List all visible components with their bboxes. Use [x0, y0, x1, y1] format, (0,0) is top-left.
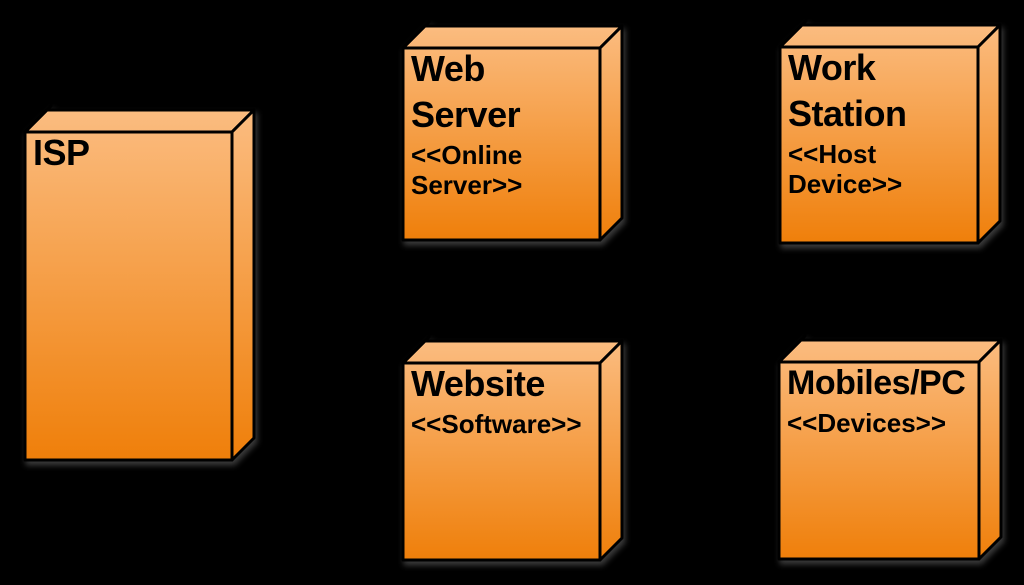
node-stereotype-line: Server>>: [411, 170, 523, 200]
node-front-face: [401, 361, 602, 562]
node-corner-edge: [401, 20, 431, 50]
node-title-line: Server: [411, 94, 521, 135]
node-3d-box: [401, 335, 624, 562]
node-stereotype-line: <<Online: [411, 140, 523, 170]
node-text: Mobiles/PC <<Devices>>: [787, 360, 1005, 438]
node-top-face: [401, 339, 624, 365]
node-front-face: [778, 45, 980, 245]
node-work-station[interactable]: Work Station <<Host Device>>: [772, 17, 1008, 251]
node-3d-box: [23, 104, 256, 462]
node-title: Mobiles/PC: [787, 360, 1005, 406]
node-3d-box: [777, 334, 1003, 561]
node-stereotype: <<Online Server>>: [411, 140, 626, 200]
node-stereotype: <<Host Device>>: [788, 139, 1004, 199]
node-corner-edge: [777, 334, 807, 364]
node-title-line: Mobiles/PC: [787, 364, 966, 402]
node-stereotype: <<Devices>>: [787, 408, 1005, 438]
node-stereotype-line: <<Devices>>: [787, 408, 947, 438]
node-web-server[interactable]: Web Server <<Online Server>>: [395, 18, 630, 248]
node-title-line: ISP: [33, 132, 90, 173]
node-3d-box: [778, 19, 1002, 245]
node-stereotype-line: <<Host: [788, 139, 877, 169]
node-website[interactable]: Website <<Software>>: [395, 333, 630, 568]
node-top-face: [23, 108, 256, 134]
node-top-face: [778, 23, 1002, 49]
node-text: Work Station <<Host Device>>: [788, 45, 1004, 199]
node-corner-edge: [778, 19, 808, 49]
node-3d-box: [401, 20, 624, 242]
node-title: ISP: [33, 130, 258, 176]
node-title: Work Station: [788, 45, 1004, 137]
node-corner-edge: [401, 335, 431, 365]
node-front-face: [401, 46, 602, 242]
node-corner-edge: [23, 104, 53, 134]
node-text: ISP: [33, 130, 258, 176]
node-title-line: Station: [788, 93, 907, 134]
node-title: Web Server: [411, 46, 626, 138]
node-front-face: [23, 130, 234, 462]
node-title-line: Work: [788, 47, 876, 88]
node-mobiles-pc[interactable]: Mobiles/PC <<Devices>>: [771, 332, 1009, 567]
node-stereotype-line: Device>>: [788, 169, 903, 199]
node-isp[interactable]: ISP: [17, 102, 262, 468]
node-text: Web Server <<Online Server>>: [411, 46, 626, 200]
node-title: Website: [411, 361, 626, 407]
node-top-face: [777, 338, 1003, 364]
node-top-face: [401, 24, 624, 50]
node-stereotype: <<Software>>: [411, 409, 626, 439]
node-title-line: Website: [411, 363, 545, 404]
node-front-face: [777, 360, 981, 561]
node-text: Website <<Software>>: [411, 361, 626, 439]
node-title-line: Web: [411, 48, 485, 89]
node-stereotype-line: <<Software>>: [411, 409, 582, 439]
